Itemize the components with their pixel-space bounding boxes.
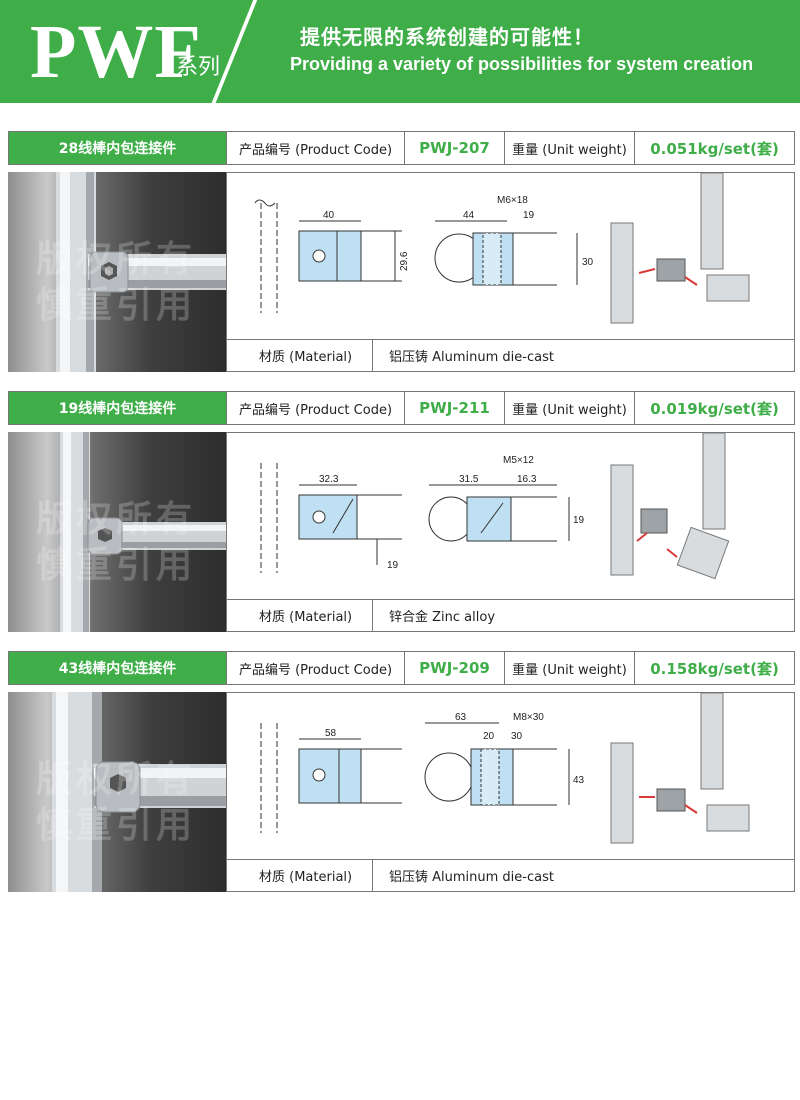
product-name: 19线棒内包连接件	[9, 392, 227, 424]
product-header-row: 28线棒内包连接件 产品编号 (Product Code) PWJ-207 重量…	[8, 131, 795, 165]
unit-weight-label: 重量 (Unit weight)	[505, 132, 635, 164]
unit-weight-value: 0.051kg/set(套)	[650, 139, 779, 158]
product-code-label: 产品编号 (Product Code)	[227, 652, 405, 684]
dim-left-width: 40	[323, 210, 335, 221]
product-code-label: 产品编号 (Product Code)	[227, 392, 405, 424]
dim-mid-a: 44	[463, 210, 475, 221]
material-label: 材质 (Material)	[227, 860, 373, 891]
watermark-line-2: 慎重引用	[36, 285, 197, 326]
technical-drawing: 32.3 19 31.5 16.3 M5×12 19	[260, 433, 730, 580]
dim-mid-b: 19	[523, 210, 535, 221]
slogan-chinese: 提供无限的系统创建的可能性！	[300, 25, 594, 49]
dim-left-height: 29.6	[399, 251, 410, 271]
series-label: 系列	[176, 55, 221, 80]
product-code-label: 产品编号 (Product Code)	[227, 132, 405, 164]
dim-mid-height: 19	[573, 515, 585, 526]
material-label: 材质 (Material)	[227, 600, 373, 631]
brand-logo: PWF	[30, 10, 202, 94]
header-banner: PWF 系列 提供无限的系统创建的可能性！ Providing a variet…	[0, 0, 800, 103]
photo-illustration	[60, 432, 226, 632]
dim-mid-b: 16.3	[517, 474, 537, 485]
technical-drawing-panel: 32.3 19 31.5 16.3 M5×12 19	[226, 432, 795, 632]
assembly-illustration	[610, 173, 750, 324]
product-header-row: 19线棒内包连接件 产品编号 (Product Code) PWJ-211 重量…	[8, 391, 795, 425]
slogan-english: Providing a variety of possibilities for…	[290, 54, 754, 74]
technical-drawing: 58 63 20 30 M8×30 43	[260, 693, 750, 844]
side-view-drawing: 58	[260, 723, 402, 833]
product-code-value: PWJ-209	[405, 652, 505, 684]
unit-weight-value: 0.019kg/set(套)	[650, 399, 779, 418]
material-row: 材质 (Material) 锌合金 Zinc alloy	[227, 599, 794, 631]
product-photo: 版权所有 慎重引用	[8, 172, 226, 372]
watermark-line-1: 版权所有	[36, 239, 197, 280]
technical-drawing-panel: 58 63 20 30 M8×30 43	[226, 692, 795, 892]
section-view-drawing: 31.5 16.3 M5×12 19	[428, 455, 585, 542]
dim-left-width: 32.3	[319, 474, 339, 485]
dim-bolt: M5×12	[503, 455, 534, 466]
material-row: 材质 (Material) 铝压铸 Aluminum die-cast	[227, 339, 794, 371]
watermark-line-2: 慎重引用	[36, 805, 197, 846]
technical-drawing-panel: 40 29.6 44 19 M6×18 30	[226, 172, 795, 372]
dim-mid-a: 31.5	[459, 474, 479, 485]
watermark-line-1: 版权所有	[36, 499, 197, 540]
watermark-line-2: 慎重引用	[36, 545, 197, 586]
product-code-value: PWJ-211	[405, 392, 505, 424]
dim-mid-b: 20	[483, 731, 495, 742]
product-photo: 版权所有 慎重引用	[8, 692, 226, 892]
product-name: 43线棒内包连接件	[9, 652, 227, 684]
dim-bolt: M6×18	[497, 195, 528, 206]
product-header-row: 43线棒内包连接件 产品编号 (Product Code) PWJ-209 重量…	[8, 651, 795, 685]
assembly-illustration	[610, 433, 730, 580]
section-view-drawing: 44 19 M6×18 30	[434, 195, 594, 286]
assembly-illustration	[610, 693, 750, 844]
dim-mid-a: 63	[455, 712, 467, 723]
material-value: 铝压铸 Aluminum die-cast	[389, 870, 554, 885]
product-block-pwj-207: 28线棒内包连接件 产品编号 (Product Code) PWJ-207 重量…	[8, 131, 795, 373]
dim-left-height: 19	[387, 560, 399, 571]
product-block-pwj-211: 19线棒内包连接件 产品编号 (Product Code) PWJ-211 重量…	[8, 391, 795, 633]
material-value: 铝压铸 Aluminum die-cast	[389, 350, 554, 365]
product-photo: 版权所有 慎重引用	[8, 432, 226, 632]
dim-left-width: 58	[325, 728, 337, 739]
side-view-drawing: 40 29.6	[254, 199, 410, 313]
technical-drawing: 40 29.6 44 19 M6×18 30	[254, 173, 750, 324]
product-name: 28线棒内包连接件	[9, 132, 227, 164]
side-view-drawing: 32.3 19	[260, 463, 402, 573]
dim-mid-c: 30	[511, 731, 523, 742]
unit-weight-label: 重量 (Unit weight)	[505, 392, 635, 424]
watermark-line-1: 版权所有	[36, 759, 197, 800]
section-view-drawing: 63 20 30 M8×30 43	[424, 712, 585, 806]
material-label: 材质 (Material)	[227, 340, 373, 371]
product-block-pwj-209: 43线棒内包连接件 产品编号 (Product Code) PWJ-209 重量…	[8, 651, 795, 893]
material-value: 锌合金 Zinc alloy	[389, 610, 496, 625]
unit-weight-value: 0.158kg/set(套)	[650, 659, 779, 678]
dim-bolt: M8×30	[513, 712, 544, 723]
photo-illustration	[56, 172, 226, 372]
unit-weight-label: 重量 (Unit weight)	[505, 652, 635, 684]
photo-illustration	[52, 692, 226, 892]
product-code-value: PWJ-207	[405, 132, 505, 164]
dim-mid-height: 30	[582, 257, 594, 268]
material-row: 材质 (Material) 铝压铸 Aluminum die-cast	[227, 859, 794, 891]
dim-mid-height: 43	[573, 775, 585, 786]
